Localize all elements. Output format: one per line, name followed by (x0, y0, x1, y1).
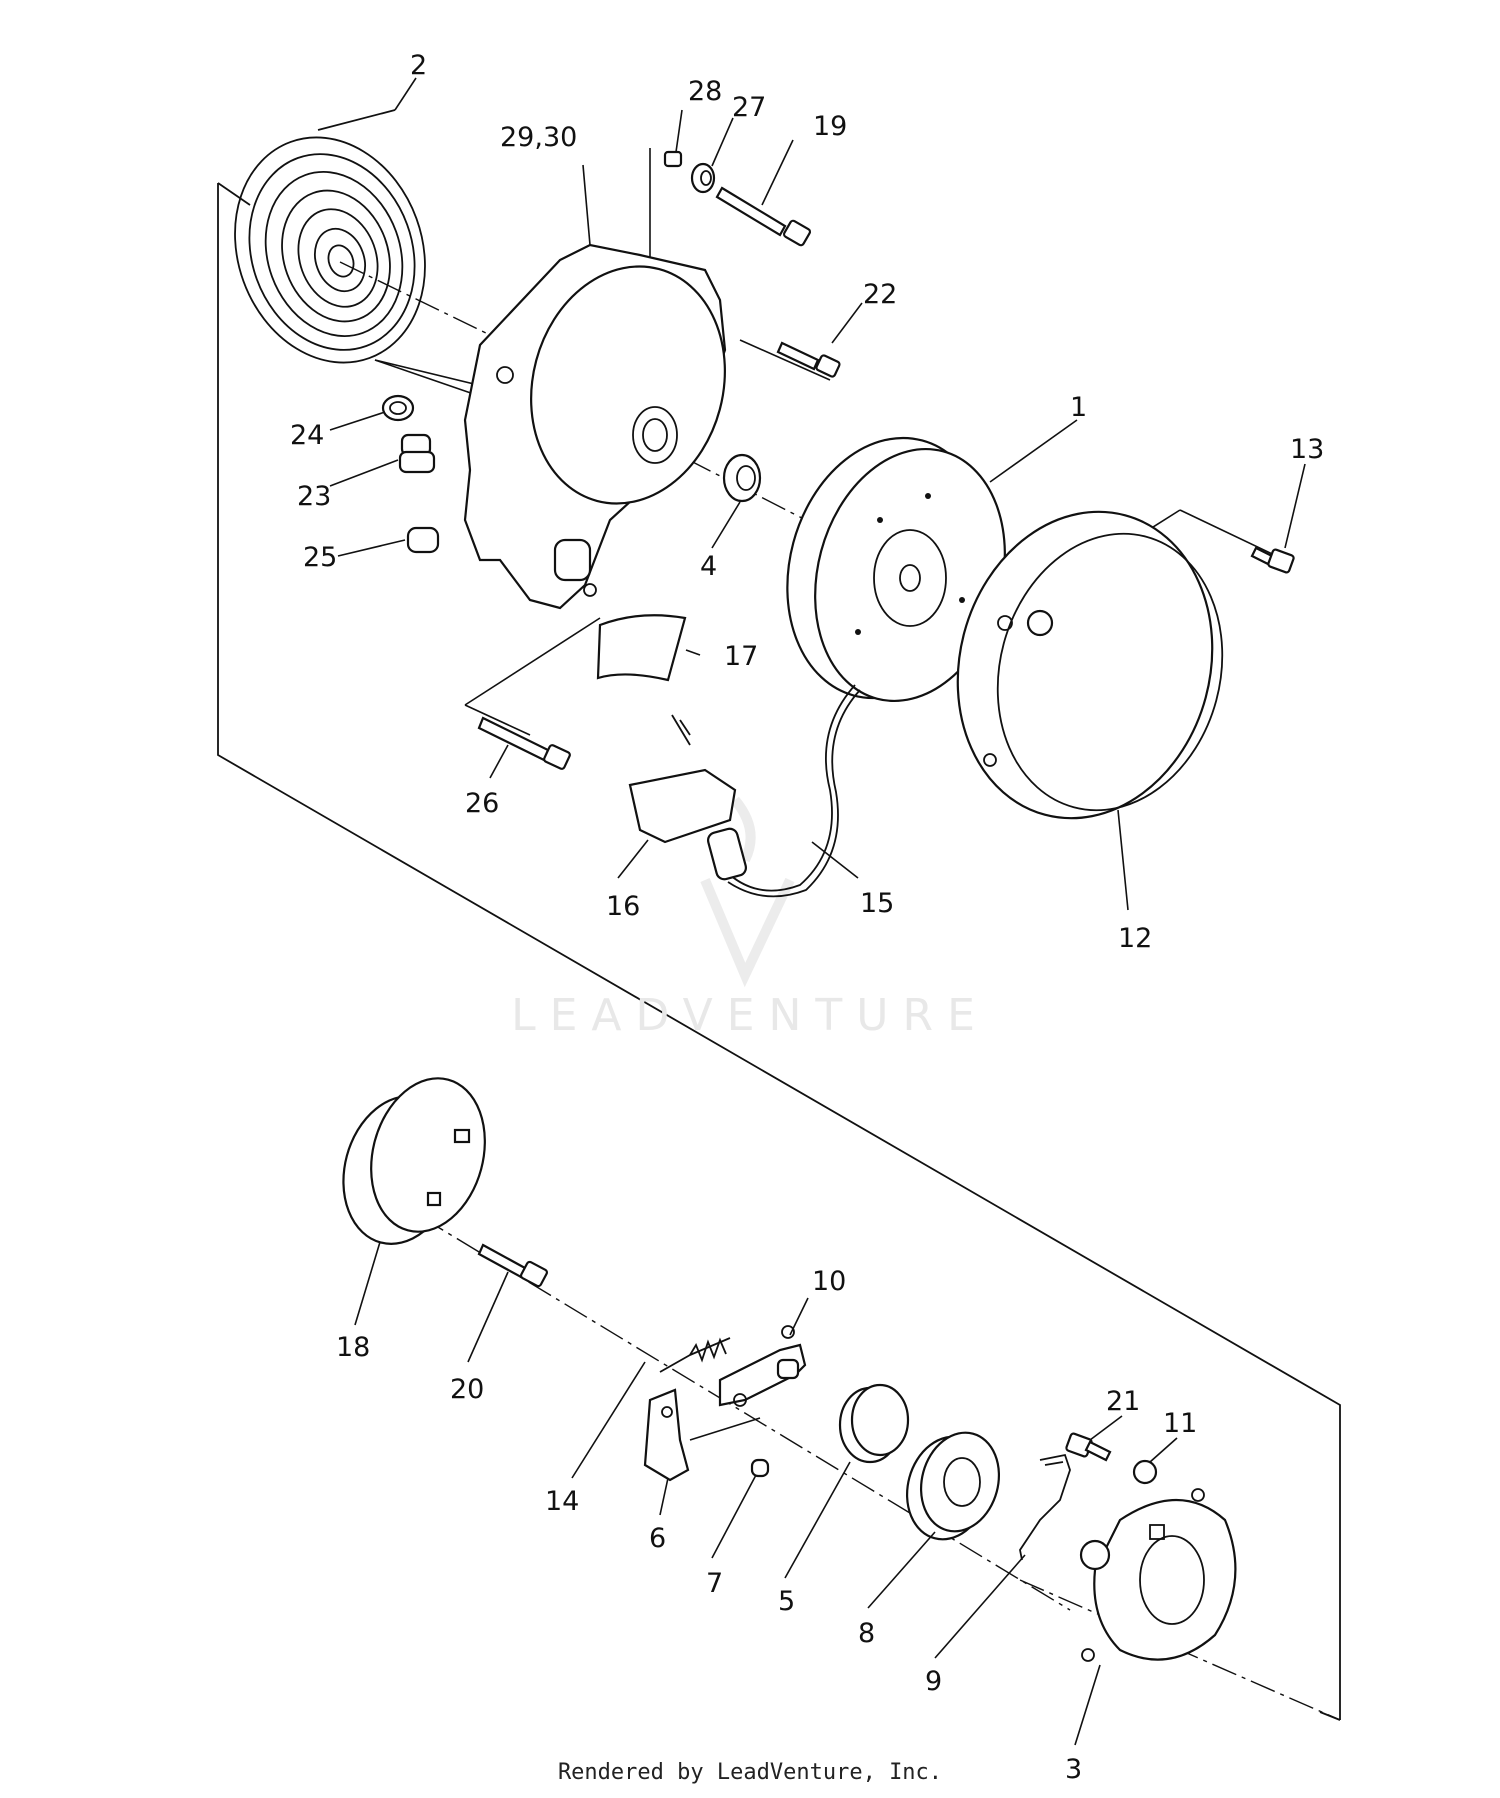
bracket-part (718, 1325, 807, 1407)
callout-24: 24 (290, 420, 324, 451)
callout-17: 17 (724, 641, 758, 672)
callout-22: 22 (863, 279, 897, 310)
callout-13: 13 (1290, 434, 1324, 465)
callout-2: 2 (410, 50, 427, 81)
callout-23: 23 (297, 481, 331, 512)
bolt-part-26 (477, 716, 571, 770)
fitting-part (398, 433, 436, 474)
bolt-part-21 (1065, 1432, 1112, 1462)
pawl-part (643, 1388, 690, 1482)
callout-16: 16 (606, 891, 640, 922)
wire-spring-part (1019, 1453, 1071, 1561)
washer-part-24 (381, 394, 415, 422)
long-bolt-part (715, 186, 812, 247)
callout-7: 7 (706, 1568, 723, 1599)
watermark-text: LEADVENTURE (511, 990, 989, 1041)
grip-insert-part (596, 614, 687, 682)
callout-27: 27 (732, 92, 766, 123)
render-credit-footer: Rendered by LeadVenture, Inc. (557, 1760, 943, 1785)
callout-6: 6 (649, 1523, 666, 1554)
callout-11: 11 (1163, 1408, 1197, 1439)
callout-8: 8 (858, 1618, 875, 1649)
watermark-logo (700, 796, 795, 988)
bolt-part-22 (776, 341, 841, 378)
pawl-spring-part (659, 1337, 731, 1373)
callout-15: 15 (860, 888, 894, 919)
callout-28: 28 (688, 76, 722, 107)
recoil-spring-part (234, 109, 426, 364)
bushing-part (406, 526, 440, 554)
friction-plate-part (905, 1431, 1001, 1541)
callout-10: 10 (812, 1266, 846, 1297)
base-plate-part (1079, 1488, 1237, 1662)
callout-labels: 2 29,30 28 27 19 22 24 23 25 4 1 13 17 2… (290, 50, 1324, 1785)
callout-3: 3 (1065, 1754, 1082, 1785)
bolt-part-13 (1250, 546, 1295, 574)
drum-part (838, 1383, 910, 1464)
callout-4: 4 (700, 551, 717, 582)
callout-26: 26 (465, 788, 499, 819)
bolt-part-20 (477, 1243, 548, 1288)
pulley-part (786, 436, 1006, 703)
callout-20: 20 (450, 1374, 484, 1405)
washer-part-11 (1132, 1459, 1158, 1485)
starter-handle-part (628, 714, 748, 881)
starter-rope-part (679, 684, 861, 898)
callout-1: 1 (1070, 392, 1087, 423)
callout-14: 14 (545, 1486, 579, 1517)
cover-part (956, 510, 1224, 820)
callout-25: 25 (303, 542, 337, 573)
ratchet-cup-part (342, 1077, 486, 1245)
callout-18: 18 (336, 1332, 370, 1363)
callout-9: 9 (925, 1666, 942, 1697)
callout-5: 5 (778, 1586, 795, 1617)
callout-21: 21 (1106, 1386, 1140, 1417)
starter-housing-part (463, 243, 727, 610)
seal-part (722, 453, 762, 503)
washer-part (690, 162, 716, 194)
callout-19: 19 (813, 111, 847, 142)
callout-12: 12 (1118, 923, 1152, 954)
pin-part (750, 1458, 770, 1478)
nut-part (663, 150, 683, 168)
callout-29-30: 29,30 (500, 122, 577, 153)
callout-leaders (329, 77, 1306, 1746)
